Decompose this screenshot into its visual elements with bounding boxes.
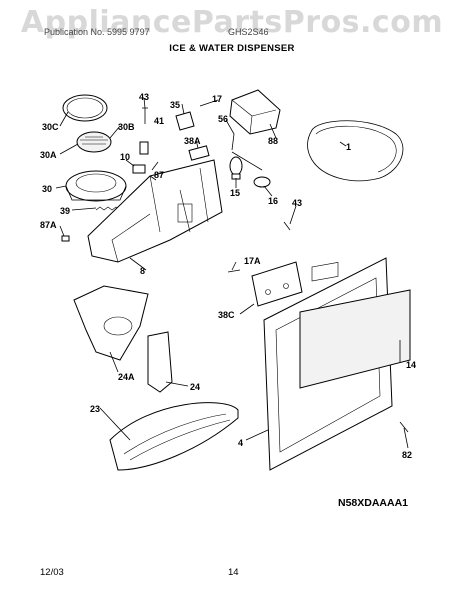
part-88-solenoid (229, 89, 281, 135)
callout-43-top: 43 (139, 92, 149, 102)
part-38C-bracket (251, 261, 303, 307)
part-41-lever (139, 141, 149, 155)
diagram-code: N58XDAAAA1 (338, 497, 409, 509)
part-24-flapper (147, 331, 173, 393)
publication-number: Publication No. 5995 9797 (44, 27, 150, 37)
part-56-rod (231, 151, 263, 171)
part-10-bracket (132, 164, 146, 174)
callout-23: 23 (90, 404, 100, 414)
part-24A-chute (73, 285, 149, 361)
callout-8: 8 (140, 266, 145, 276)
part-43-screw-right (283, 221, 291, 231)
part-30B-filter-disk (76, 131, 112, 153)
part-8-dispenser-housing (87, 159, 223, 263)
callout-38C: 38C (218, 310, 235, 320)
callout-88: 88 (268, 136, 278, 146)
callout-15: 15 (230, 188, 240, 198)
model-number: GHS2S46 (228, 27, 269, 37)
callout-35: 35 (170, 100, 180, 110)
callout-30B: 30B (118, 122, 135, 132)
watermark-text: AppliancePartsPros.com (20, 5, 444, 40)
callout-41: 41 (154, 116, 164, 126)
callout-1: 1 (346, 142, 351, 152)
callout-17: 17 (212, 94, 222, 104)
callout-24: 24 (190, 382, 200, 392)
part-17-screw (199, 101, 213, 107)
part-87A-clip (61, 235, 70, 242)
leader-lines (55, 97, 409, 449)
part-35-switch (175, 111, 195, 131)
footer-date: 12/03 (40, 567, 64, 578)
callout-87A: 87A (40, 220, 57, 230)
callout-82: 82 (402, 450, 412, 460)
callout-30A: 30A (40, 150, 57, 160)
callout-43-right: 43 (292, 198, 302, 208)
part-15-light-bulb (229, 156, 243, 180)
callout-30: 30 (42, 184, 52, 194)
callout-56: 56 (218, 114, 228, 124)
part-38A-lens (188, 145, 210, 161)
callout-30C: 30C (42, 122, 59, 132)
part-43-screw-top (142, 107, 148, 124)
callout-4: 4 (238, 438, 243, 448)
part-1-water-tube-coil (307, 120, 404, 182)
callout-16: 16 (268, 196, 278, 206)
part-30-auger-ring (65, 170, 127, 202)
callout-10: 10 (120, 152, 130, 162)
callout-labels: 43 35 17 30C 30B 41 56 88 1 38A 30A 10 8… (40, 92, 416, 460)
callout-14: 14 (406, 360, 416, 370)
callout-39: 39 (60, 206, 70, 216)
part-30C-gasket-ring (62, 94, 108, 122)
part-16-socket (253, 176, 271, 188)
page-title: ICE & WATER DISPENSER (169, 43, 295, 54)
callout-38A: 38A (184, 136, 201, 146)
callout-24A: 24A (118, 372, 135, 382)
part-17A-screw (227, 269, 241, 273)
part-14-overlay (299, 262, 411, 389)
callout-17A: 17A (244, 256, 261, 266)
callout-87: 87 (154, 170, 164, 180)
footer-page-number: 14 (228, 567, 239, 578)
part-23-drip-tray (109, 402, 239, 471)
part-82-screw (399, 421, 409, 433)
